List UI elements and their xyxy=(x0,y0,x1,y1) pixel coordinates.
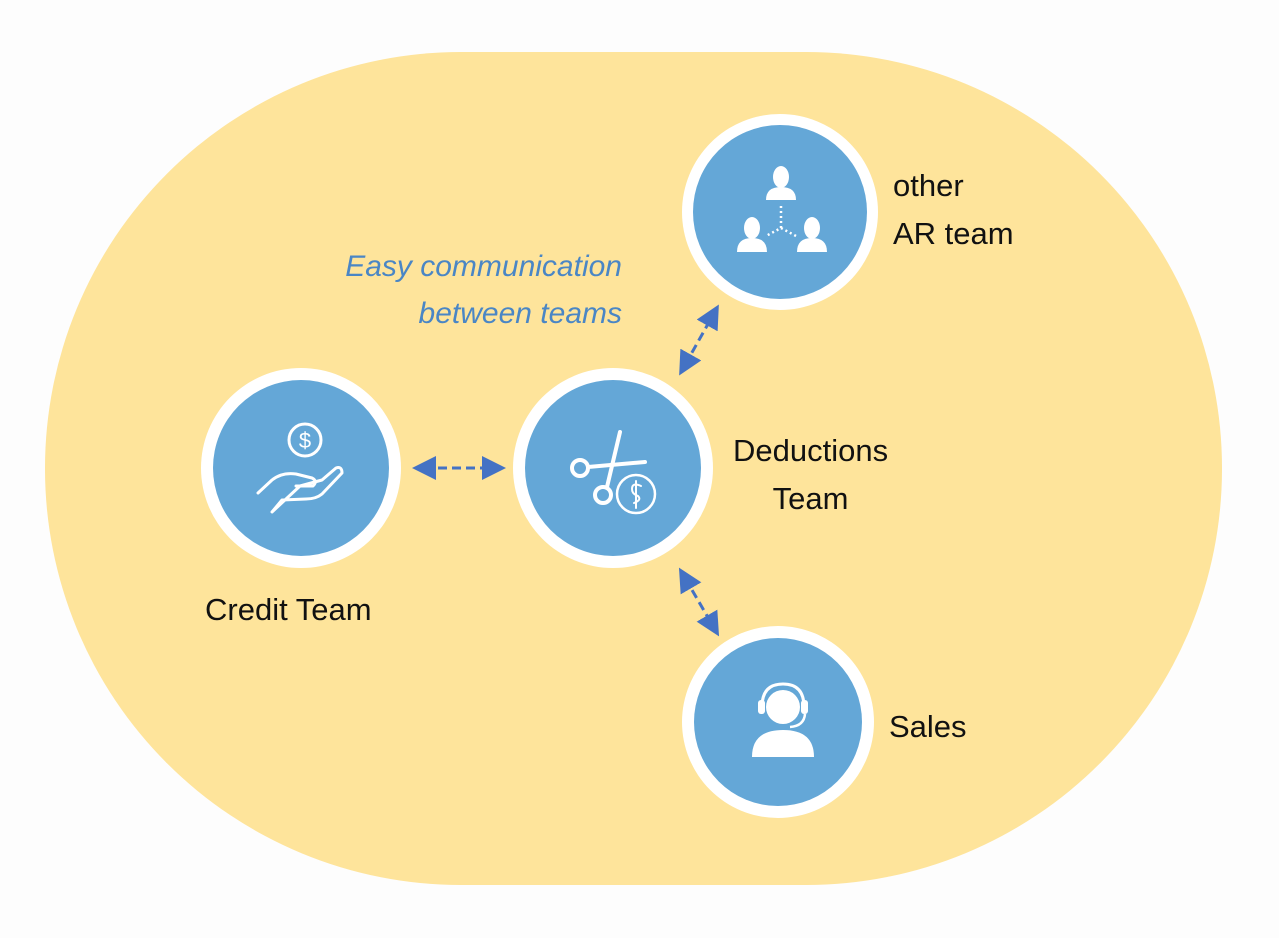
credit-team-label: Credit Team xyxy=(205,592,372,627)
other-ar-team-label: other AR team xyxy=(893,162,1014,258)
communication-annotation: Easy communication between teams xyxy=(345,244,622,337)
arrow-deductions-other-ar xyxy=(679,304,719,376)
other-ar-label-line-2: AR team xyxy=(893,216,1014,252)
deductions-team-label: Deductions Team xyxy=(733,427,888,523)
scissors-dollar-icon xyxy=(570,430,657,515)
team-network-icon xyxy=(737,166,827,252)
svg-text:$: $ xyxy=(299,428,311,453)
deductions-team-node xyxy=(513,368,713,568)
arrow-deductions-sales xyxy=(678,567,720,637)
sales-node xyxy=(682,626,874,818)
dotted-connector xyxy=(765,206,797,238)
headset-agent-icon xyxy=(752,682,814,757)
annotation-line-1: Easy communication xyxy=(345,250,622,283)
deductions-label-line-2: Team xyxy=(772,481,849,517)
other-ar-team-node xyxy=(682,114,878,310)
credit-team-node: $ xyxy=(201,368,401,568)
deductions-label-line-1: Deductions xyxy=(733,433,889,468)
annotation-line-2: between teams xyxy=(418,296,622,330)
other-ar-label-line-1: other xyxy=(893,168,964,203)
hand-coin-icon: $ xyxy=(256,422,344,514)
sales-label: Sales xyxy=(889,709,967,744)
